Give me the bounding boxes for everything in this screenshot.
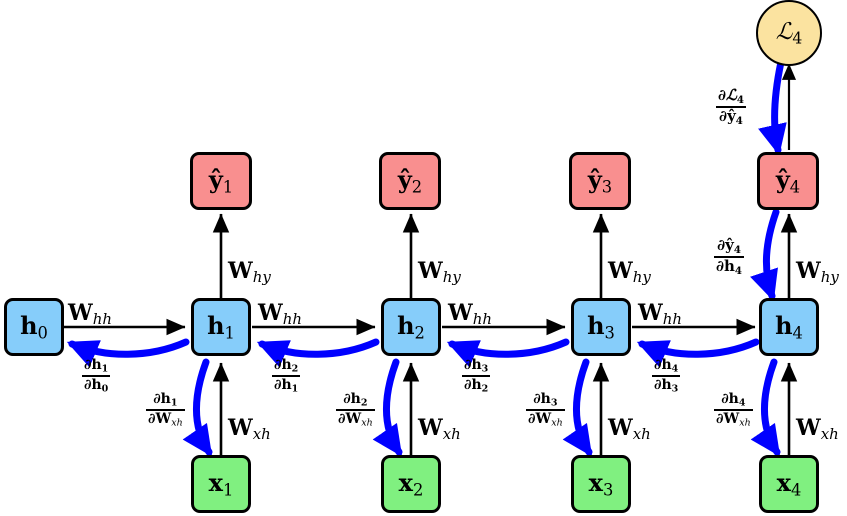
weight-label-why-2: Why [608, 258, 651, 287]
hidden-node-h3-label: h3 [587, 311, 615, 343]
output-node-yhat3: ŷ3 [569, 152, 631, 210]
hidden-node-h2-label: h2 [397, 311, 425, 343]
weight-label-whh-3: Whh [638, 300, 682, 329]
loss-node-4: ℒ4 [756, 0, 822, 66]
weight-label-wxh-3: Wxh [796, 415, 839, 444]
input-node-x4: x4 [759, 455, 819, 513]
weight-label-whh-1: Whh [258, 300, 302, 329]
hidden-node-h1: h1 [191, 298, 251, 356]
hidden-node-h4-label: h4 [775, 311, 803, 343]
output-node-yhat2: ŷ2 [379, 152, 441, 210]
input-node-x3: x3 [571, 455, 631, 513]
weight-label-wxh-1: Wxh [418, 415, 461, 444]
output-node-yhat1-label: ŷ1 [208, 165, 234, 197]
weight-label-wxh-2: Wxh [608, 415, 651, 444]
input-node-x1: x1 [191, 455, 251, 513]
gradient-label-dh1-dwxh: ∂h1 ∂Wxh [146, 391, 185, 430]
gradient-label-dh2-dh1: ∂h2 ∂h1 [272, 357, 301, 396]
input-node-x2: x2 [381, 455, 441, 513]
hidden-node-h0-label: h0 [20, 311, 48, 343]
weight-label-wxh-0: Wxh [228, 415, 271, 444]
hidden-node-h3: h3 [571, 298, 631, 356]
hidden-node-h4: h4 [759, 298, 819, 356]
output-node-yhat3-label: ŷ3 [587, 165, 613, 197]
weight-label-whh-2: Whh [448, 300, 492, 329]
gradient-label-dh2-dwxh: ∂h2 ∂Wxh [336, 391, 375, 430]
output-node-yhat4-label: ŷ4 [775, 165, 801, 197]
weight-label-why-0: Why [228, 258, 271, 287]
input-node-x4-label: x4 [776, 468, 802, 500]
gradient-label-dh3-dh2: ∂h3 ∂h2 [462, 357, 491, 396]
gradient-label-dh4-dwxh: ∂h4 ∂Wxh [714, 391, 753, 430]
gradient-label-dl4-dyhat4: ∂ℒ4 ∂ŷ4 [716, 86, 746, 128]
hidden-node-h1-label: h1 [207, 311, 235, 343]
gradient-label-dh1-dh0: ∂h1 ∂h0 [82, 357, 111, 396]
input-node-x2-label: x2 [398, 468, 424, 500]
output-node-yhat4: ŷ4 [757, 152, 819, 210]
gradient-label-dh4-dh3: ∂h4 ∂h3 [652, 357, 681, 396]
output-node-yhat1: ŷ1 [190, 152, 252, 210]
gradient-label-dh3-dwxh: ∂h3 ∂Wxh [526, 391, 565, 430]
weight-label-why-1: Why [418, 258, 461, 287]
weight-label-why-3: Why [796, 258, 839, 287]
weight-label-whh-0: Whh [68, 300, 112, 329]
hidden-node-h2: h2 [381, 298, 441, 356]
hidden-node-h0: h0 [4, 298, 64, 356]
loss-node-4-label: ℒ4 [775, 18, 803, 48]
input-node-x1-label: x1 [208, 468, 234, 500]
gradient-label-dyhat4-dh4: ∂ŷ4 ∂h4 [714, 236, 745, 278]
output-node-yhat2-label: ŷ2 [397, 165, 423, 197]
input-node-x3-label: x3 [588, 468, 614, 500]
